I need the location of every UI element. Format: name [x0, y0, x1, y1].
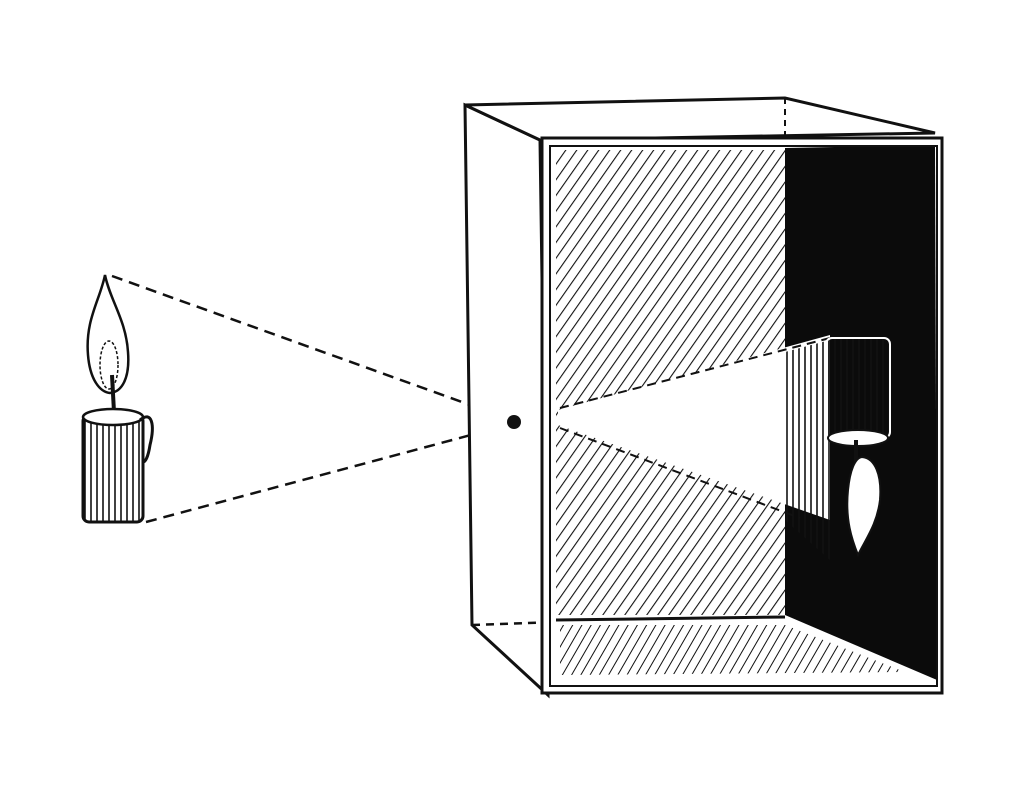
light-rays [111, 274, 513, 524]
candle [81, 274, 154, 524]
box-inner-frame [549, 145, 938, 687]
candle-top [81, 407, 145, 427]
floor-edge [555, 615, 786, 622]
candle-body [81, 413, 145, 524]
ray-top [111, 274, 513, 422]
candle-handle [139, 415, 154, 464]
ray-bottom [145, 422, 513, 524]
flame-core [99, 340, 119, 390]
floor [560, 625, 905, 675]
light-beam [558, 335, 830, 520]
projection-area [785, 340, 830, 560]
pinhole [507, 415, 521, 429]
inverted-candle-image [825, 337, 891, 558]
beam-ray-bottom [559, 427, 801, 519]
dark-box [463, 96, 944, 699]
box-top [464, 96, 936, 142]
box-side-panel [463, 102, 550, 699]
candle-flame [86, 274, 130, 395]
beam-ray-top [559, 337, 831, 409]
candle-wick [110, 374, 116, 413]
